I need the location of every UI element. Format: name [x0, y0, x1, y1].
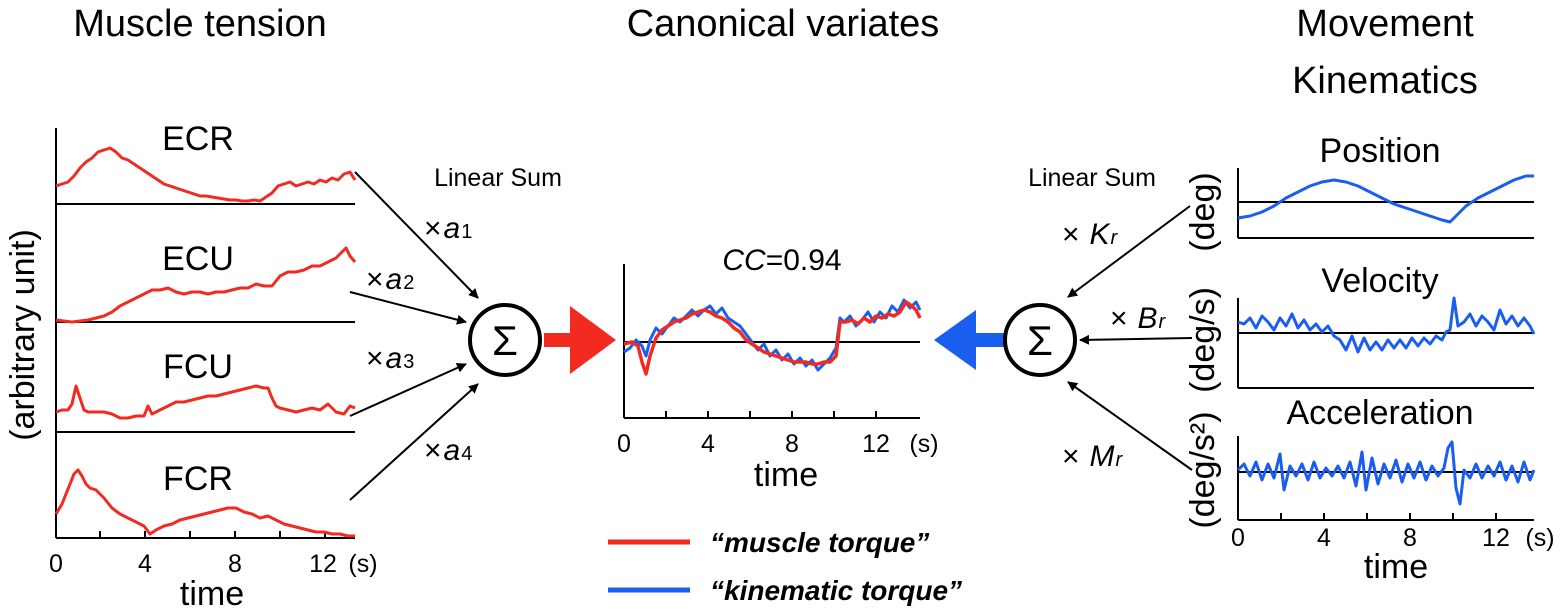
kin-panel-velocity-ylabel: (deg/s) [1184, 287, 1222, 393]
kin-trace-position [1237, 174, 1534, 224]
legend: “muscle torque” “kinematic torque” [608, 527, 962, 606]
sigma-right: Σ [1027, 317, 1053, 364]
kin-x-unit: (s) [1525, 524, 1554, 552]
coef-br: ×Br [1110, 302, 1167, 335]
kin-panel-velocity-title: Velocity [1321, 262, 1438, 300]
sum-node-left [468, 303, 542, 377]
kin-panel-position-title: Position [1320, 132, 1441, 170]
cc-value: CC=0.94 [722, 244, 841, 277]
kin-trace-acceleration [1236, 440, 1536, 506]
blue-arrow [934, 310, 1004, 370]
canonical-variates-title: Canonical variates [627, 3, 940, 45]
kin-panel-position-ylabel: (deg) [1184, 172, 1222, 251]
coef-a2: ×a2 [366, 263, 414, 296]
muscle-x-label: time [180, 575, 244, 613]
muscle-panel-ecr-title: ECR [162, 120, 234, 158]
coef-mr: ×Mr [1062, 440, 1124, 473]
red-arrow [544, 306, 616, 374]
muscle-axes [55, 128, 355, 539]
kin-x-tick-8: 8 [1403, 524, 1417, 552]
kin-x-ticks [1237, 513, 1497, 520]
kin-trace-velocity [1237, 296, 1536, 354]
kin-panel-acceleration-title: Acceleration [1286, 394, 1473, 432]
muscle-x-tick-12: 12 [309, 550, 337, 578]
canonical-x-label: time [754, 456, 818, 494]
muscle-x-ticks [55, 531, 326, 538]
coef-a1: ×a1 [424, 212, 472, 245]
linear-sum-left: Linear Sum [434, 164, 562, 192]
sum-node-right [1003, 303, 1077, 377]
canonical-x-tick-12: 12 [862, 430, 890, 458]
kinematic-arrows [1067, 205, 1193, 471]
canonical-x-unit: (s) [909, 430, 938, 458]
muscle-x-unit: (s) [348, 550, 377, 578]
kin-x-tick-0: 0 [1231, 524, 1245, 552]
legend-label-muscle: “muscle torque” [710, 527, 929, 558]
kin-x-tick-4: 4 [1317, 524, 1331, 552]
canonical-x-tick-0: 0 [617, 430, 631, 458]
canonical-trace-muscle [623, 300, 922, 376]
canonical-x-ticks [623, 411, 877, 418]
muscle-trace-ecr [55, 146, 357, 203]
muscle-trace-ecu [55, 246, 357, 324]
coef-kr: ×Kr [1062, 218, 1119, 251]
kin-panel-acceleration-ylabel: (deg/s²) [1184, 411, 1222, 528]
muscle-y-label: (arbitrary unit) [4, 229, 42, 441]
movement-title-line2: Kinematics [1292, 60, 1478, 102]
muscle-arrows [349, 171, 479, 501]
legend-label-kinematic: “kinematic torque” [710, 575, 962, 606]
movement-title-line1: Movement [1296, 3, 1474, 45]
coef-a3: ×a3 [366, 342, 414, 375]
canonical-trace-kinematic [623, 298, 922, 372]
muscle-tension-title: Muscle tension [73, 3, 326, 45]
kin-x-label: time [1364, 548, 1428, 586]
muscle-x-tick-0: 0 [49, 550, 63, 578]
muscle-trace-fcr [54, 468, 355, 538]
coef-a4: ×a4 [424, 434, 472, 467]
muscle-panel-ecu-title: ECU [162, 240, 234, 278]
canonical-axes [623, 264, 920, 419]
muscle-x-tick-8: 8 [228, 550, 242, 578]
canonical-x-tick-8: 8 [785, 430, 799, 458]
muscle-trace-fcu [55, 384, 356, 420]
sigma-left: Σ [492, 317, 518, 364]
canonical-x-tick-4: 4 [701, 430, 715, 458]
kin-x-tick-12: 12 [1482, 524, 1510, 552]
linear-sum-right: Linear Sum [1028, 164, 1156, 192]
muscle-panel-fcu-title: FCU [163, 348, 233, 386]
muscle-x-tick-4: 4 [138, 550, 152, 578]
muscle-panel-fcr-title: FCR [163, 460, 233, 498]
